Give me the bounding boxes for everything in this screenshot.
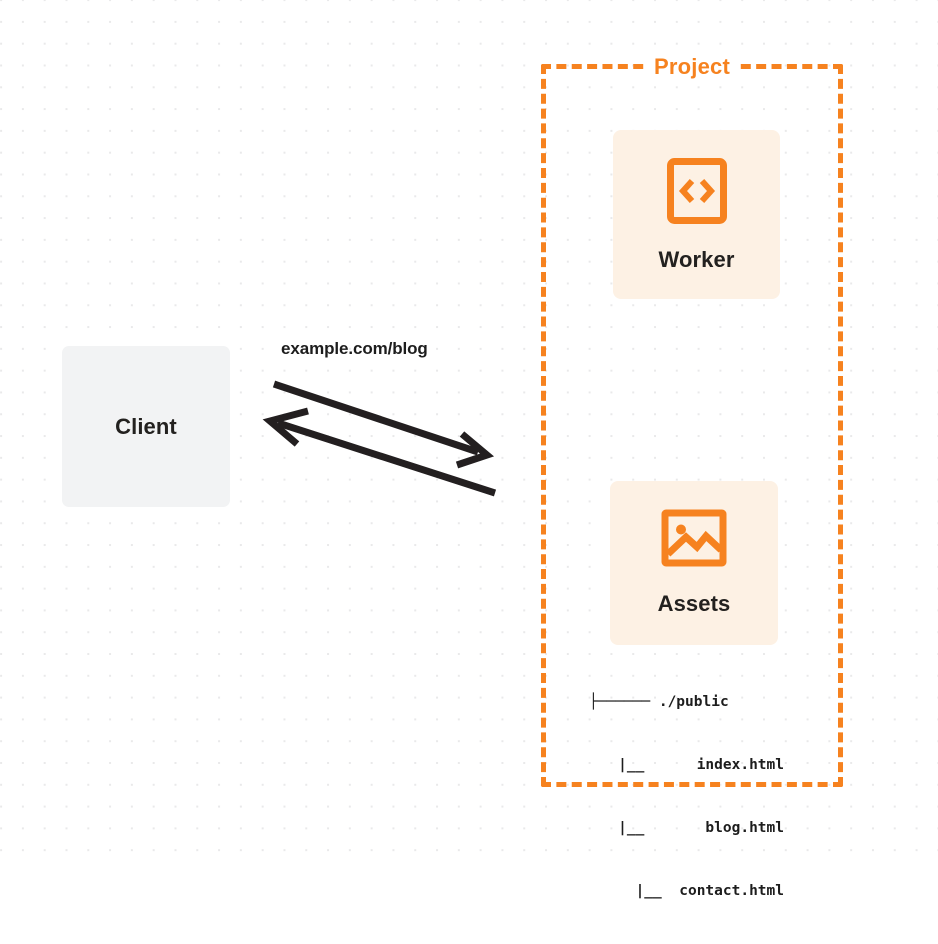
worker-node-label: Worker	[658, 246, 735, 272]
project-group: Project	[541, 54, 843, 787]
file-tree-row: |__ contact.html	[609, 883, 784, 899]
worker-node[interactable]: Worker	[613, 130, 780, 299]
request-arrow	[272, 380, 495, 469]
file-tree-row: |__ index.html	[591, 757, 784, 773]
response-arrow	[262, 407, 497, 497]
image-icon	[661, 509, 727, 567]
diagram-canvas: Client example.com/blog Project Worker	[0, 0, 938, 899]
project-group-title: Project	[647, 54, 737, 80]
code-brackets-icon	[666, 157, 728, 225]
file-tree-row: ├────── ./public	[589, 694, 729, 710]
assets-node-label: Assets	[657, 591, 731, 616]
assets-node[interactable]: Assets	[610, 481, 778, 645]
file-tree-row: |__ blog.html	[591, 820, 784, 836]
client-node-label: Client	[115, 413, 177, 439]
client-node[interactable]: Client	[62, 346, 230, 507]
assets-file-tree: ├────── ./public |__ index.html |__ blog…	[589, 650, 784, 944]
request-url-label: example.com/blog	[281, 339, 428, 358]
